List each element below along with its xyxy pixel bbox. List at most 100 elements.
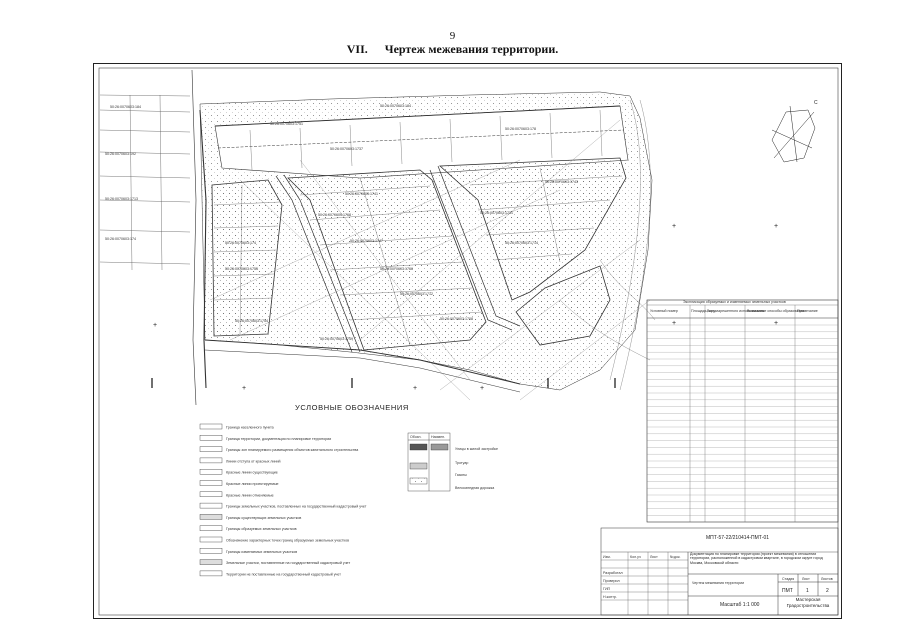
legend-item-label: Земельные участки, поставленные на госуд… — [226, 561, 350, 565]
svg-text:50:26:0070603:1749: 50:26:0070603:1749 — [320, 337, 353, 341]
stamp-role-label: №док. — [670, 555, 681, 559]
legend-item-label: Красные линии отменяемые — [226, 493, 274, 497]
stamp-role-label: Кол.уч — [630, 555, 641, 559]
explication-table — [646, 299, 839, 523]
table-header-number: Условный номер — [650, 309, 678, 313]
legend-mini-table — [407, 432, 451, 492]
legend-mini-header-code: Обозн. — [410, 435, 421, 439]
legend-item-label: Красные линии существующие — [226, 471, 278, 475]
stamp-staff-label: ГИП — [603, 587, 611, 591]
legend-item-label: Территории не поставленные на государств… — [226, 572, 341, 576]
legend-symbol — [199, 559, 223, 565]
svg-text:50:26:0070603:1743: 50:26:0070603:1743 — [545, 180, 578, 184]
stamp-sheets-label: Листов — [821, 577, 833, 581]
svg-text:+: + — [413, 385, 417, 392]
cadastral-labels: 50:26:0070603:184 50:26:0070603:1751 50:… — [105, 104, 578, 341]
svg-text:+: + — [774, 320, 778, 327]
north-arrow-icon — [771, 105, 816, 163]
legend-symbol — [199, 480, 223, 486]
legend-item-label: Границы земельных участков, поставленных… — [226, 505, 367, 509]
legend-symbol — [199, 457, 223, 464]
stamp-org-box: Мастерская Градостроительства — [786, 597, 830, 608]
legend-symbol — [199, 548, 223, 554]
legend-symbol — [199, 446, 223, 452]
stamp-sheets: 2 — [826, 588, 829, 594]
svg-text:+: + — [480, 385, 484, 392]
svg-text:50:26:0070603:1731: 50:26:0070603:1731 — [480, 211, 513, 215]
stamp-org: Мастерская Градостроительства — [786, 597, 830, 608]
svg-text:50:26:0070603:1754: 50:26:0070603:1754 — [235, 319, 268, 323]
legend-item-label: Границы образуемых земельных участков — [226, 527, 297, 531]
section-title: Чертеж межевания территории. — [384, 42, 559, 56]
page-number: 9 — [449, 30, 456, 42]
legend-symbol — [199, 502, 223, 509]
stamp-role-label: Лист — [650, 555, 658, 559]
legend-item-label: Обозначение характерных точек границ обр… — [226, 539, 349, 543]
section-heading: VII. Чертеж межевания территории. — [0, 42, 905, 57]
stamp-description-box: Документация по планировке территории (п… — [690, 552, 823, 565]
title-block — [600, 527, 839, 616]
stamp-stage: ПМТ — [782, 588, 793, 594]
legend-right-item-1: Тротуар — [455, 461, 468, 465]
svg-text:+: + — [774, 223, 778, 230]
legend-item-label: Граница территории, документация по план… — [226, 437, 331, 441]
table-header-use: Вид разрешенного использования — [707, 309, 764, 313]
legend-right-item-2: Газоны — [455, 473, 467, 477]
stamp-role-label: Изм. — [603, 555, 611, 559]
table-header-area: Площадь, кв.м — [691, 309, 716, 313]
grid-markers: + + + + + + + + — [153, 223, 778, 392]
svg-text:50:26:0070603:1751: 50:26:0070603:1751 — [270, 122, 303, 126]
drawing-sheet — [93, 63, 842, 619]
table-title: Экспликация образуемых и изменяемых земе… — [683, 300, 786, 304]
stamp-roles: Изм. Кол.уч Лист №док. — [603, 555, 681, 559]
stamp-sheet-label: Лист — [802, 577, 810, 581]
svg-text:+: + — [672, 320, 676, 327]
stamp-staff-label: Разработал — [603, 571, 623, 575]
svg-text:50:26:0070603:174: 50:26:0070603:174 — [105, 237, 136, 241]
legend-symbol — [199, 525, 223, 531]
stamp-code: МПТ-57-22/210414-ПМТ-01 — [706, 535, 769, 541]
legend-item-label: Границы изменяемых земельных участков — [226, 550, 297, 554]
svg-text:+: + — [153, 322, 157, 329]
svg-text:+: + — [242, 385, 246, 392]
svg-text:50:26:0070603:1708: 50:26:0070603:1708 — [440, 317, 473, 321]
svg-text:50:26:0070603:1713: 50:26:0070603:1713 — [105, 197, 138, 201]
svg-text:50:26:0070603:192: 50:26:0070603:192 — [105, 152, 136, 156]
svg-text:50:26:0070603:1747: 50:26:0070603:1747 — [350, 239, 383, 243]
stamp-stage-label: Стадия — [782, 577, 794, 581]
svg-text:50:26:0070603:1741: 50:26:0070603:1741 — [345, 192, 378, 196]
svg-text:50:26:0070603:1712: 50:26:0070603:1712 — [400, 292, 433, 296]
table-header-note: Примечание — [797, 309, 818, 313]
svg-text:50:26:0070603:184: 50:26:0070603:184 — [380, 104, 411, 108]
stamp-sheet: 1 — [806, 588, 809, 594]
legend-symbol — [199, 536, 223, 543]
legend-symbol — [199, 491, 223, 497]
legend-mini-header-name: Наимен. — [431, 435, 445, 439]
legend-symbol — [199, 435, 223, 441]
legend-item-label: Граница населенного пункта — [226, 426, 274, 430]
stamp-sheet-name: Чертеж межевания территории — [692, 581, 744, 585]
svg-text:50:26:0070603:1766: 50:26:0070603:1766 — [380, 267, 413, 271]
legend-symbol — [199, 469, 223, 475]
svg-text:+: + — [672, 223, 676, 230]
legend-symbol — [199, 423, 223, 430]
section-number: VII. — [346, 42, 368, 56]
stamp-scale: Масштаб 1:1 000 — [720, 602, 760, 608]
stamp-description: Документация по планировке территории (п… — [690, 552, 823, 565]
legend-item-label: Линии отступа от красных линий — [226, 459, 281, 463]
svg-text:50:26:0070603:1755: 50:26:0070603:1755 — [225, 267, 258, 271]
legend-item-label: Красные линии проектируемые — [226, 482, 279, 486]
svg-text:50:26:0070603:1737: 50:26:0070603:1737 — [330, 147, 363, 151]
table-header-method: Возможные способы образования — [747, 309, 804, 313]
legend-right-item-0: Улицы в жилой застройке — [455, 447, 498, 451]
svg-text:50:26:0070603:178: 50:26:0070603:178 — [505, 127, 536, 131]
legend-symbol — [199, 514, 223, 520]
legend-symbol — [199, 570, 223, 577]
svg-text:50:26:0070603:184: 50:26:0070603:184 — [110, 105, 141, 109]
stamp-staff-label: Н.контр. — [603, 595, 617, 599]
plan-area — [99, 69, 656, 406]
legend-item-label: Границы зон планируемого размещения объе… — [226, 448, 358, 452]
